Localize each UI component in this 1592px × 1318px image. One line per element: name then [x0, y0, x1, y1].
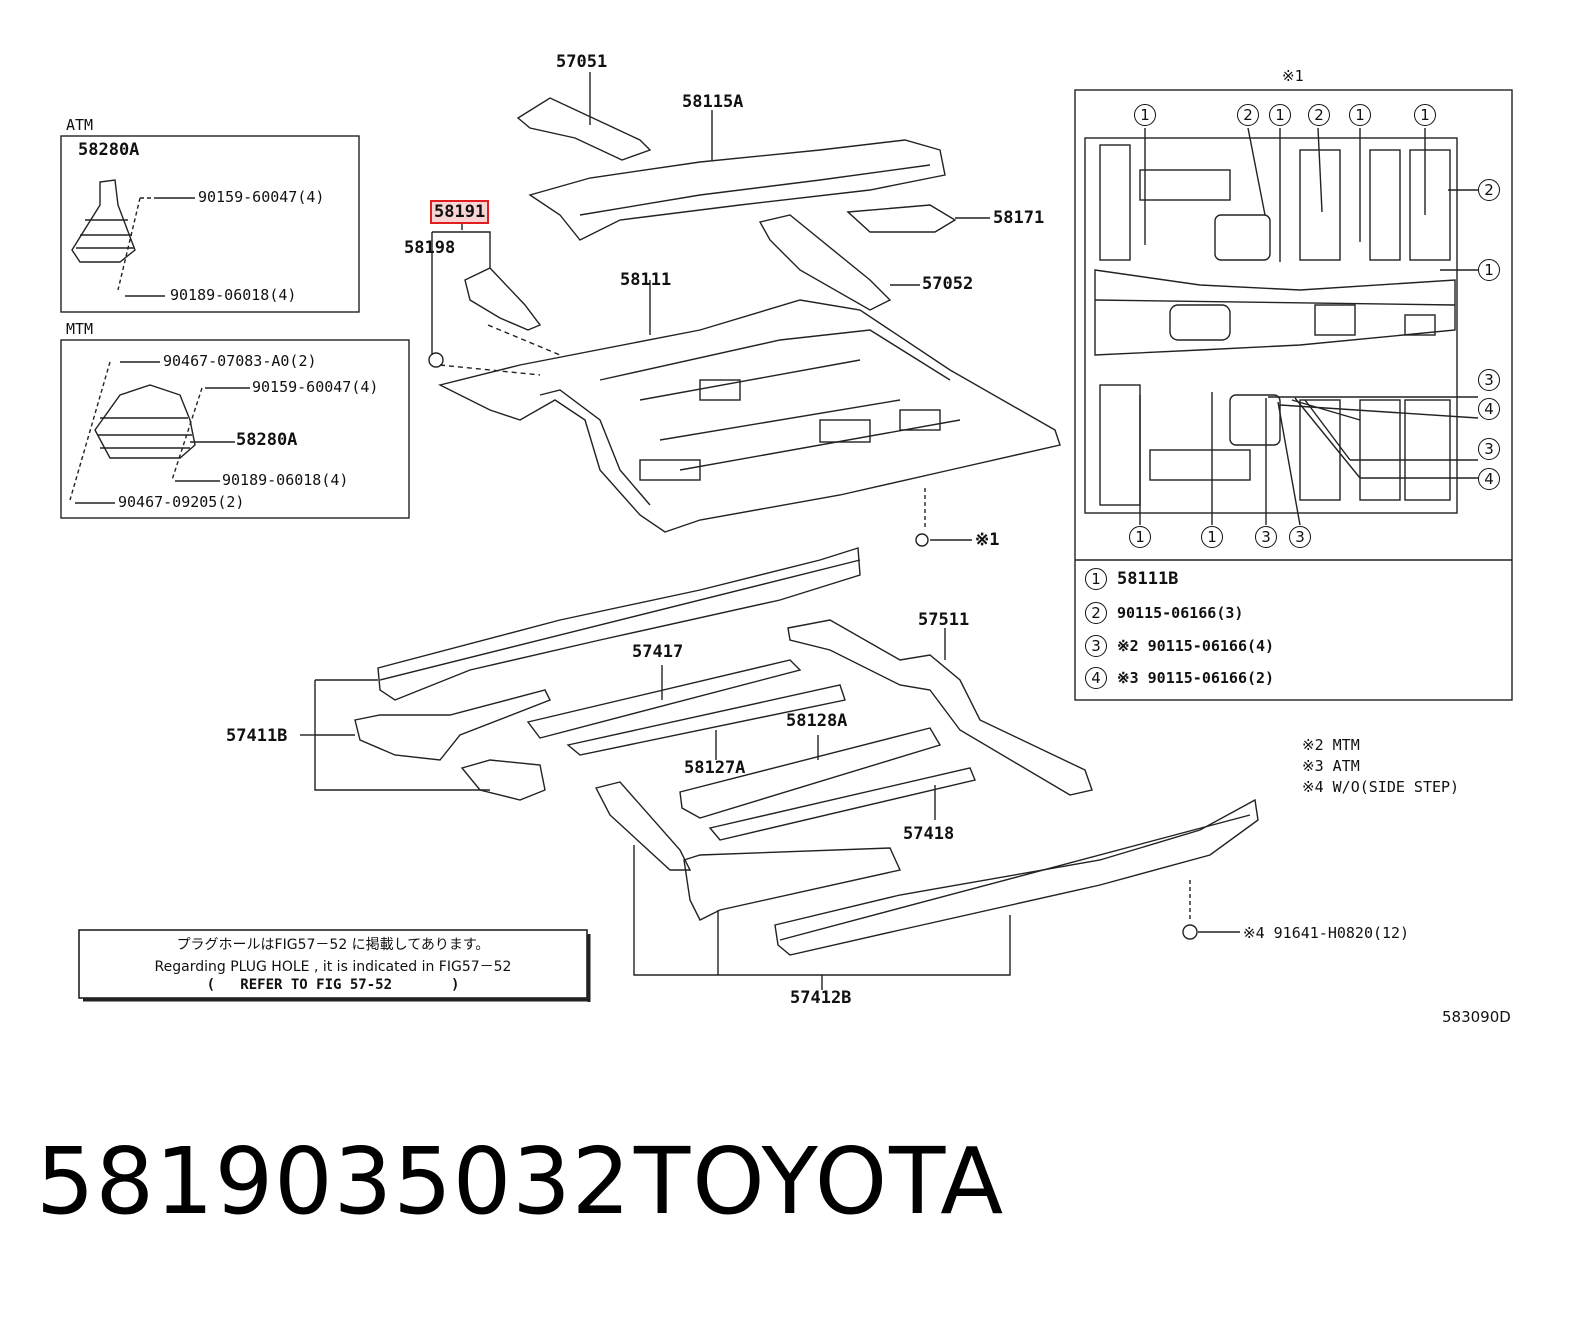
mtm-part-main[interactable]: 58280A [236, 430, 298, 450]
inset-callout-right-1: 2 [1478, 179, 1500, 201]
inset-callout-top-5: 1 [1349, 104, 1371, 126]
part-57052-shape [758, 214, 892, 311]
mtm-shift-boot [94, 384, 196, 459]
part-57417-shape [526, 659, 802, 739]
plug-note-line2: Regarding PLUG HOLE , it is indicated in… [154, 959, 512, 975]
atm-part-a[interactable]: 90159-60047(4) [198, 188, 325, 206]
plug-note-line1: プラグホールはFIG57－52 に掲載してあります。 [176, 937, 490, 953]
note-atm: ※3 ATM [1302, 757, 1360, 775]
note-mtm: ※2 MTM [1302, 736, 1360, 754]
inset-callout-right-2: 1 [1478, 259, 1500, 281]
inset-box [1074, 89, 1513, 701]
figure-code: 583090D [1442, 1008, 1511, 1026]
label-57418[interactable]: 57418 [903, 824, 955, 844]
part-57412b-front [594, 781, 692, 871]
inset-callout-top-6: 1 [1414, 104, 1436, 126]
inset-callout-right-6: 4 [1478, 468, 1500, 490]
inset-callout-right-4: 4 [1478, 398, 1500, 420]
part-57417-lower [566, 684, 846, 756]
label-58171[interactable]: 58171 [993, 208, 1045, 228]
label-57411b[interactable]: 57411B [226, 726, 288, 746]
footer-part-number: 5819035032 [36, 1128, 632, 1235]
atm-shift-boot [71, 179, 136, 263]
atm-part-main[interactable]: 58280A [78, 140, 140, 160]
inset-callout-right-5: 3 [1478, 438, 1500, 460]
legend-row-4[interactable]: 4※3 90115-06166(2) [1085, 667, 1274, 689]
label-58115a[interactable]: 58115A [682, 92, 744, 112]
note-side-step: ※4 W/O(SIDE STEP) [1302, 778, 1460, 796]
part-57411b-rear [354, 689, 551, 761]
part-57412b-mid [683, 847, 901, 921]
inset-callout-bottom-1: 1 [1129, 526, 1151, 548]
part-58191-shape [464, 267, 542, 331]
part-rocker-57411b [377, 547, 861, 701]
mtm-part-c[interactable]: 90189-06018(4) [222, 471, 349, 489]
plug-note-box [78, 929, 588, 999]
label-57052[interactable]: 57052 [922, 274, 974, 294]
atm-box [60, 135, 360, 313]
label-58191-highlighted[interactable]: 58191 [430, 200, 490, 224]
label-bolt-91641[interactable]: ※4 91641-H0820(12) [1243, 924, 1410, 942]
label-58127a[interactable]: 58127A [684, 758, 746, 778]
inset-callout-top-2: 2 [1237, 104, 1259, 126]
mtm-part-d[interactable]: 90467-09205(2) [118, 493, 245, 511]
footer-brand: TOYOTA [634, 1128, 1006, 1235]
inset-callout-top-4: 2 [1308, 104, 1330, 126]
inset-callout-top-3: 1 [1269, 104, 1291, 126]
mtm-title: MTM [66, 320, 94, 338]
mtm-part-a[interactable]: 90467-07083-A0(2) [163, 352, 317, 370]
part-58111-floor-pan [437, 299, 1061, 533]
label-57412b[interactable]: 57412B [790, 988, 852, 1008]
label-57051[interactable]: 57051 [556, 52, 608, 72]
part-57412b-rear [774, 798, 1259, 956]
inset-callout-top-1: 1 [1134, 104, 1156, 126]
mtm-part-b[interactable]: 90159-60047(4) [252, 378, 379, 396]
part-58127a-shape [708, 767, 976, 841]
part-58128a-shape [679, 727, 942, 819]
label-58128a[interactable]: 58128A [786, 711, 848, 731]
inset-callout-bottom-3: 3 [1255, 526, 1277, 548]
part-57051-shape [516, 97, 652, 161]
inset-ref-mark: ※1 [975, 530, 1000, 550]
inset-callout-right-3: 3 [1478, 369, 1500, 391]
legend-row-3[interactable]: 3※2 90115-06166(4) [1085, 635, 1274, 657]
inset-title: ※1 [1282, 67, 1304, 85]
label-58198[interactable]: 58198 [404, 238, 456, 258]
inset-callout-bottom-2: 1 [1201, 526, 1223, 548]
label-58111[interactable]: 58111 [620, 270, 672, 290]
inset-floor-view [1084, 137, 1458, 514]
plug-note-line3: ( REFER TO FIG 57-52 ) [206, 977, 460, 993]
atm-title: ATM [66, 116, 94, 134]
label-57511[interactable]: 57511 [918, 610, 970, 630]
part-57411b-end [460, 759, 546, 801]
part-58115a-shape [528, 139, 946, 241]
label-57417[interactable]: 57417 [632, 642, 684, 662]
part-57511-shape [787, 619, 1093, 796]
mtm-box [60, 339, 410, 519]
part-58171-shape [846, 204, 957, 233]
inset-callout-bottom-4: 3 [1289, 526, 1311, 548]
atm-part-b[interactable]: 90189-06018(4) [170, 286, 297, 304]
